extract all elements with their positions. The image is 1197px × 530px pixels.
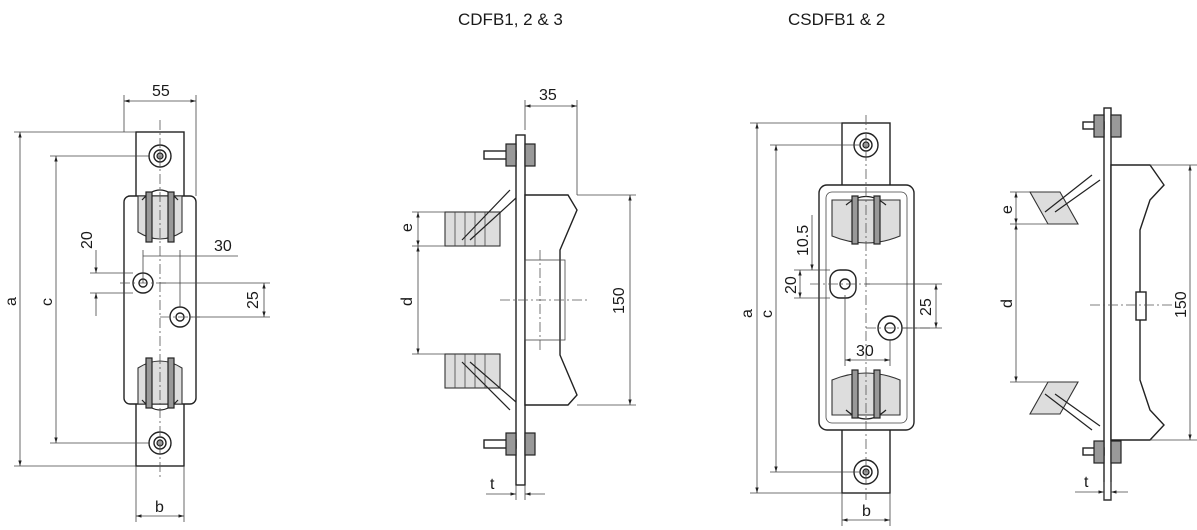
dim-a-right: a xyxy=(739,309,756,318)
dim-30-right: 30 xyxy=(856,343,874,360)
dim-t-right: t xyxy=(1084,474,1089,491)
dim-20: 20 xyxy=(79,231,96,249)
dim-d-left: d xyxy=(399,297,416,306)
dim-b-left: b xyxy=(155,499,164,516)
dim-c: c xyxy=(39,298,56,306)
side-top-bolt-icon xyxy=(483,143,536,167)
dim-e-right: e xyxy=(999,205,1016,214)
dim-25-right: 25 xyxy=(918,298,935,316)
side-bottom-bolt-icon xyxy=(483,432,536,456)
csdfb-side-top-bolt-icon xyxy=(1082,114,1122,138)
dim-25: 25 xyxy=(245,291,262,309)
dim-20-right: 20 xyxy=(783,276,800,294)
dim-10-5: 10.5 xyxy=(795,225,812,256)
dim-e-left: e xyxy=(399,223,416,232)
csdfb-side-view: e d 150 t xyxy=(999,107,1197,501)
dim-35: 35 xyxy=(539,87,557,104)
dim-150-left: 150 xyxy=(611,287,628,314)
dim-d-right: d xyxy=(999,299,1016,308)
bottom-clip-icon xyxy=(137,357,183,411)
cdfb-side-view: 35 e d 150 t xyxy=(399,87,636,500)
dim-30: 30 xyxy=(214,238,232,255)
csdfb-front-view: a c 10.5 20 25 30 b xyxy=(739,115,942,526)
dim-a: a xyxy=(3,297,20,306)
cdfb-front-view: 55 a c 20 30 25 b xyxy=(3,83,270,522)
dim-b-right: b xyxy=(862,503,871,520)
csdfb-side-bottom-bolt-icon xyxy=(1082,440,1122,464)
dim-150-right: 150 xyxy=(1173,291,1190,318)
title-cdfb: CDFB1, 2 & 3 xyxy=(458,10,563,29)
top-clip-icon xyxy=(137,189,183,243)
dim-c-right: c xyxy=(759,310,776,318)
dim-t-left: t xyxy=(490,476,495,493)
title-csdfb: CSDFB1 & 2 xyxy=(788,10,886,29)
csdfb-top-clip-icon xyxy=(831,195,901,245)
dim-55: 55 xyxy=(152,83,170,100)
